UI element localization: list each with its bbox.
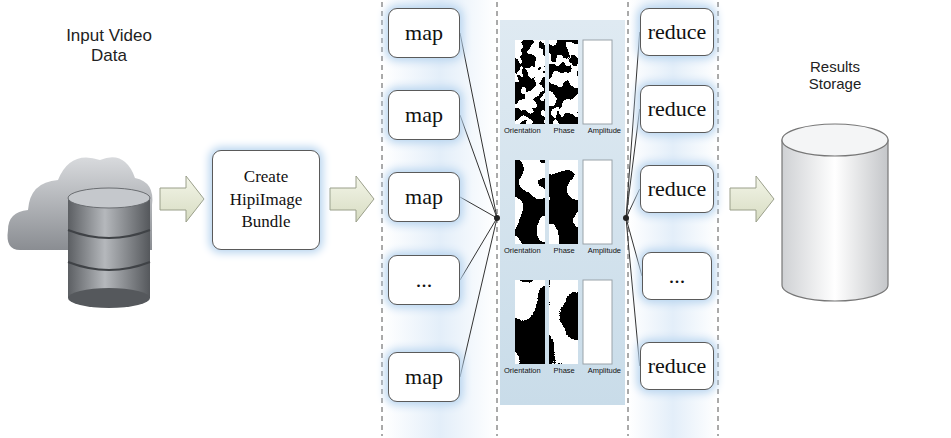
fan-line [626,189,640,218]
feature-images [515,40,612,364]
node-text: reduce [648,20,707,44]
reduce-box: reduce [640,8,715,56]
node-text: reduce [648,177,707,201]
fan-line [626,109,640,218]
node-text: map [405,21,443,45]
storage-label: Results Storage [785,58,885,93]
node-text: ... [669,264,686,288]
map-column-glow [384,0,496,438]
map-box: ... [388,255,460,305]
feature-caption: Phase [554,366,575,375]
fan-line [626,32,640,218]
node-text: reduce [648,97,707,121]
feature-caption: Amplitude [588,246,621,255]
feature-caption: Orientation [504,126,541,135]
node-text: map [405,185,443,209]
feature-caption: Orientation [504,246,541,255]
reduce-box: reduce [640,342,715,390]
node-text: ... [416,268,433,292]
fan-line [460,218,497,280]
map-box: map [388,172,460,222]
storage-cylinder [782,124,888,301]
fan-line [460,218,497,377]
feature-caption: Amplitude [588,366,621,375]
feature-caption: Phase [554,246,575,255]
feature-caption: Orientation [504,366,541,375]
reduce-box: reduce [640,165,715,213]
reduce-box: reduce [640,85,715,133]
map-box: map [388,352,460,402]
node-text: Create HipiImage Bundle [221,166,311,235]
source-label: Input Video Data [50,26,168,65]
node-text: reduce [648,354,707,378]
feature-panel [500,20,625,405]
feature-caption: Amplitude [588,126,621,135]
stage-dividers [382,2,718,436]
feature-caption-row: Orientation Phase Amplitude [504,366,621,375]
map-box: map [388,8,460,58]
map-box: map [388,90,460,140]
feature-caption-row: Orientation Phase Amplitude [504,126,621,135]
process-box: Create HipiImage Bundle [212,150,320,250]
merge-dot [494,215,500,221]
cloud-database-icon [8,157,153,308]
split-dot [623,215,629,221]
feature-caption-row: Orientation Phase Amplitude [504,246,621,255]
reduce-column-glow [629,0,717,438]
fan-lines [460,32,642,377]
feature-caption: Phase [554,126,575,135]
fan-line [460,197,497,218]
fan-line [460,33,497,218]
node-text: map [405,365,443,389]
reduce-box: ... [642,252,712,300]
fan-line [460,115,497,218]
fan-line [626,218,640,366]
node-text: map [405,103,443,127]
